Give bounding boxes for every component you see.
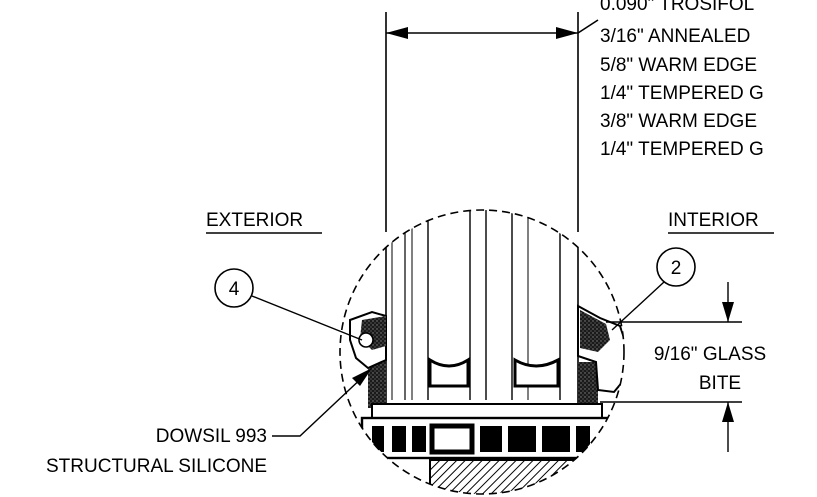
silicone-label-line1: DOWSIL 993: [156, 426, 267, 447]
spec-line-6: 1/4" TEMPERED G: [600, 139, 764, 160]
detail-circle: [339, 209, 625, 495]
callout-2: 2: [611, 247, 696, 331]
silicone-label-line2: STRUCTURAL SILICONE: [46, 456, 267, 477]
glass-bite-label-line2: BITE: [699, 373, 741, 394]
glass-bite-label-line1: 9/16" GLASS: [654, 344, 766, 365]
interior-label: INTERIOR: [668, 210, 759, 231]
spec-line-5: 3/8" WARM EDGE: [600, 111, 757, 132]
spec-line-3: 5/8" WARM EDGE: [600, 55, 757, 76]
glass-bite-dimension: 9/16" GLASS BITE: [600, 282, 766, 452]
detail-section: [349, 210, 624, 494]
spec-line-2: 3/16" ANNEALED: [600, 26, 750, 47]
callout-4: 4: [214, 268, 363, 341]
spec-line-1: 0.090" TROSIFOL: [600, 0, 754, 15]
overall-dimension: [385, 12, 599, 232]
silicone-callout: DOWSIL 993 STRUCTURAL SILICONE: [46, 368, 372, 477]
spec-line-4: 1/4" TEMPERED G: [600, 83, 764, 104]
callout-2-number: 2: [671, 258, 682, 279]
spec-list: 0.090" TROSIFOL 3/16" ANNEALED 5/8" WARM…: [600, 0, 764, 160]
exterior-label: EXTERIOR: [206, 210, 303, 231]
callout-4-number: 4: [229, 279, 240, 300]
